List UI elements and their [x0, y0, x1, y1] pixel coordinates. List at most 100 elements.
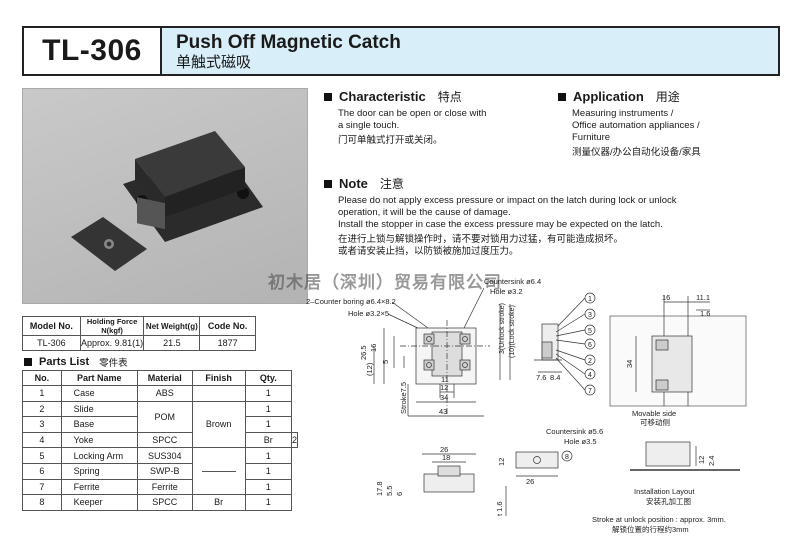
hole-3-5: Hole ø3.5	[564, 437, 597, 446]
dim-17-8: 17.8	[375, 481, 384, 496]
spec-cell: 1877	[199, 335, 256, 351]
table-row: 2 Slide POM Brown 1	[22, 400, 298, 449]
spec-header-cell: Net Weight(g)	[143, 316, 201, 336]
hole-label: Hole ø3.2×5	[348, 309, 389, 318]
part-qty: 2	[290, 431, 299, 449]
dim-6: 6	[395, 492, 404, 496]
callout-2: 2	[588, 358, 592, 365]
dim-stroke: Stroke7.5	[399, 382, 408, 414]
part-finish: Brown	[191, 400, 246, 449]
callout-6: 6	[588, 342, 592, 349]
part-no: 6	[22, 462, 62, 480]
dim-8-4: 8.4	[550, 373, 560, 382]
dim-26-5: 26.5	[359, 345, 368, 360]
dim-1-6: 1.6	[700, 309, 710, 318]
part-material: SUS304	[136, 447, 193, 464]
lock-stroke: (10)(Lock stroke)	[509, 305, 516, 358]
part-no: 2	[22, 400, 62, 418]
spec-row: TL-306 Approx. 9.81(1) 21.5 1877	[22, 335, 256, 351]
spec-header-row: Model No. Holding Force N(kgf) Net Weigh…	[22, 316, 256, 336]
table-row: 7 Ferrite Ferrite 1	[22, 478, 298, 496]
part-qty: 1	[244, 447, 292, 464]
dim-16b: 16	[662, 293, 670, 302]
part-name: Spring	[60, 462, 138, 480]
part-no: 3	[22, 416, 62, 433]
table-row: 4 Yoke SPCC Br 2	[22, 431, 299, 449]
part-name: Slide	[60, 400, 138, 418]
stroke-note-cn: 解锁位置的行程约3mm	[612, 524, 689, 534]
catch-illustration	[71, 131, 263, 271]
installation-layout-cn: 安装孔加工图	[646, 496, 691, 506]
product-title: Push Off Magnetic Catch	[176, 32, 401, 53]
callout-5: 5	[588, 328, 592, 335]
dim-7-6: 7.6	[536, 373, 546, 382]
part-material: SWP-B	[136, 462, 193, 480]
dim-5-5: 5.5	[385, 486, 394, 496]
counter-boring-label: 2–Counter boring ø6.4×8.2	[306, 297, 396, 306]
spec-cell: 21.5	[143, 335, 201, 351]
callout-3: 3	[588, 312, 592, 319]
parts-header-row: No. Part Name Material Finish Qty.	[22, 370, 298, 386]
part-qty: 1	[244, 478, 292, 496]
table-row: 1 Case ABS 1	[22, 385, 298, 402]
part-finish: Br	[191, 494, 246, 511]
part-no: 5	[22, 447, 62, 464]
watermark: 初木居（深圳）贸易有限公司	[268, 273, 502, 292]
part-material: SPCC	[136, 431, 193, 449]
part-name: Keeper	[60, 494, 138, 511]
dim-43: 43	[439, 407, 447, 416]
dim-11-1: 11.1	[696, 293, 710, 302]
part-finish	[191, 385, 246, 402]
parts-header-cell: No.	[22, 370, 62, 386]
part-finish: Br	[244, 431, 292, 449]
characteristic-text: The door can be open or close with a sin…	[338, 108, 487, 146]
dim-18: 18	[442, 453, 450, 462]
callout-8: 8	[565, 454, 569, 461]
spec-header-cell: Code No.	[199, 316, 256, 336]
spec-header-cell: Holding Force N(kgf)	[79, 316, 145, 336]
callout-1: 1	[588, 296, 592, 303]
part-qty: 1	[244, 385, 292, 402]
product-title-cn: 单触式磁吸	[176, 54, 252, 71]
countersink-5-6: Countersink ø5.6	[546, 427, 603, 436]
movable-side-cn: 可移动侧	[640, 417, 670, 427]
parts-list-table: No. Part Name Material Finish Qty. 1 Cas…	[22, 370, 299, 511]
dim-26c: 26	[526, 477, 534, 486]
model-number-box: TL-306	[22, 26, 162, 76]
part-qty: 1	[244, 400, 292, 418]
table-row: 6 Spring SWP-B 1	[22, 462, 298, 480]
movable-side: Movable side	[632, 409, 676, 418]
part-name: Case	[60, 385, 138, 402]
part-no: 4	[22, 431, 62, 449]
parts-header-cell: Material	[136, 370, 193, 386]
parts-header-cell: Finish	[191, 370, 246, 386]
technical-drawing: 2–Counter boring ø6.4×8.2 Hole ø3.2×5 Co…	[306, 277, 747, 534]
part-no: 1	[22, 385, 62, 402]
parts-header-cell: Part Name	[60, 370, 138, 386]
part-name: Locking Arm	[60, 447, 138, 464]
dim-12: (12)	[365, 362, 374, 376]
part-no: 8	[22, 494, 62, 511]
model-number: TL-306	[42, 34, 142, 67]
table-row: 8 Keeper SPCC Br 1	[22, 494, 298, 511]
dim-12c: 12	[497, 458, 506, 466]
part-material: POM	[136, 400, 193, 433]
part-qty: 1	[244, 416, 292, 433]
dim-12b: 12	[440, 383, 448, 392]
dim-5: 5	[381, 360, 390, 364]
part-material: ABS	[136, 385, 193, 402]
dim-34b: 34	[625, 360, 634, 368]
installation-layout: Installation Layout	[634, 487, 695, 496]
dim-2-4: 2.4	[707, 456, 716, 466]
unlock-stroke: 3(Unlock stroke)	[499, 303, 506, 354]
spec-cell: TL-306	[22, 335, 81, 351]
callout-4: 4	[588, 372, 592, 379]
part-material: Ferrite	[136, 478, 193, 496]
spec-table: Model No. Holding Force N(kgf) Net Weigh…	[22, 316, 256, 351]
dim-t16: t 1.6	[495, 501, 504, 516]
dim-26b: 26	[440, 445, 448, 454]
